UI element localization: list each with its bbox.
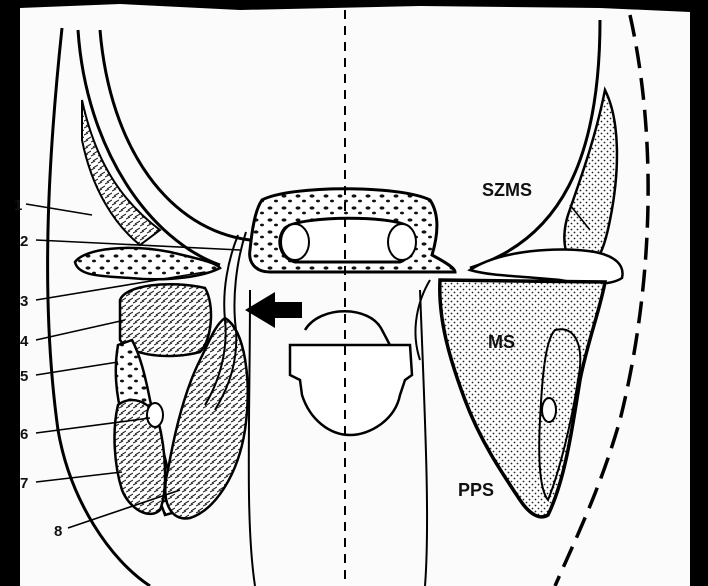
label-1: 1: [14, 197, 22, 214]
inferior-alveolar-canal: [147, 403, 163, 427]
label-6: 6: [20, 426, 28, 443]
sinus-lobe-right: [388, 224, 416, 260]
label-8: 8: [54, 523, 62, 540]
label-ms: MS: [488, 332, 515, 352]
label-3: 3: [20, 293, 28, 310]
label-szms: SZMS: [482, 180, 532, 200]
right-alveolar-canal: [542, 398, 556, 422]
label-2: 2: [20, 233, 28, 250]
label-4: 4: [20, 333, 29, 350]
sinus-lobe-left: [281, 224, 309, 260]
label-5: 5: [20, 368, 28, 385]
label-7: 7: [20, 475, 28, 492]
label-pps: PPS: [458, 480, 494, 500]
